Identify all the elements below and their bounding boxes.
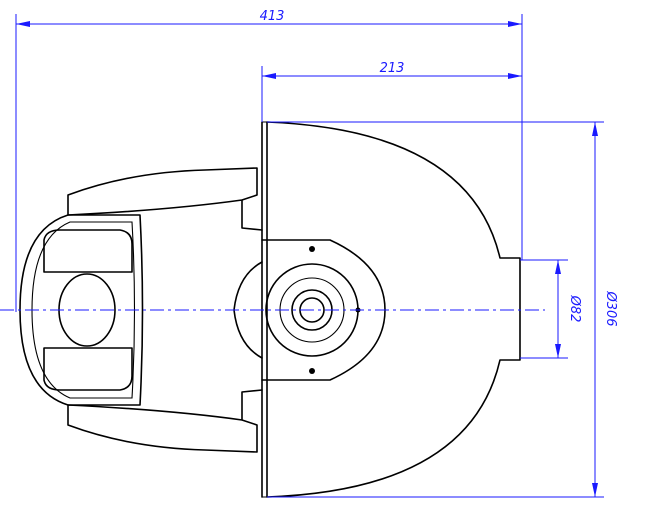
dimension-overall-length: 413 <box>15 9 523 312</box>
dimension-large-diameter: Ø306 <box>267 121 618 498</box>
overall-length-label: 413 <box>260 9 285 24</box>
small-diameter-label: Ø82 <box>567 295 582 323</box>
lower-window <box>43 347 133 391</box>
dimension-dome-length: 213 <box>261 61 522 122</box>
upper-yoke-arm <box>67 167 263 231</box>
upper-window <box>43 229 133 273</box>
lower-yoke-arm <box>67 389 263 453</box>
dimension-small-diameter: Ø82 <box>520 259 582 359</box>
hub-screw-top <box>309 246 315 252</box>
camera-head-inner <box>31 221 136 399</box>
large-diameter-label: Ø306 <box>603 290 618 326</box>
mounting-flange <box>262 121 267 498</box>
hub-screw-bottom <box>309 368 315 374</box>
dome-length-label: 213 <box>380 61 405 76</box>
camera-head <box>19 214 144 406</box>
